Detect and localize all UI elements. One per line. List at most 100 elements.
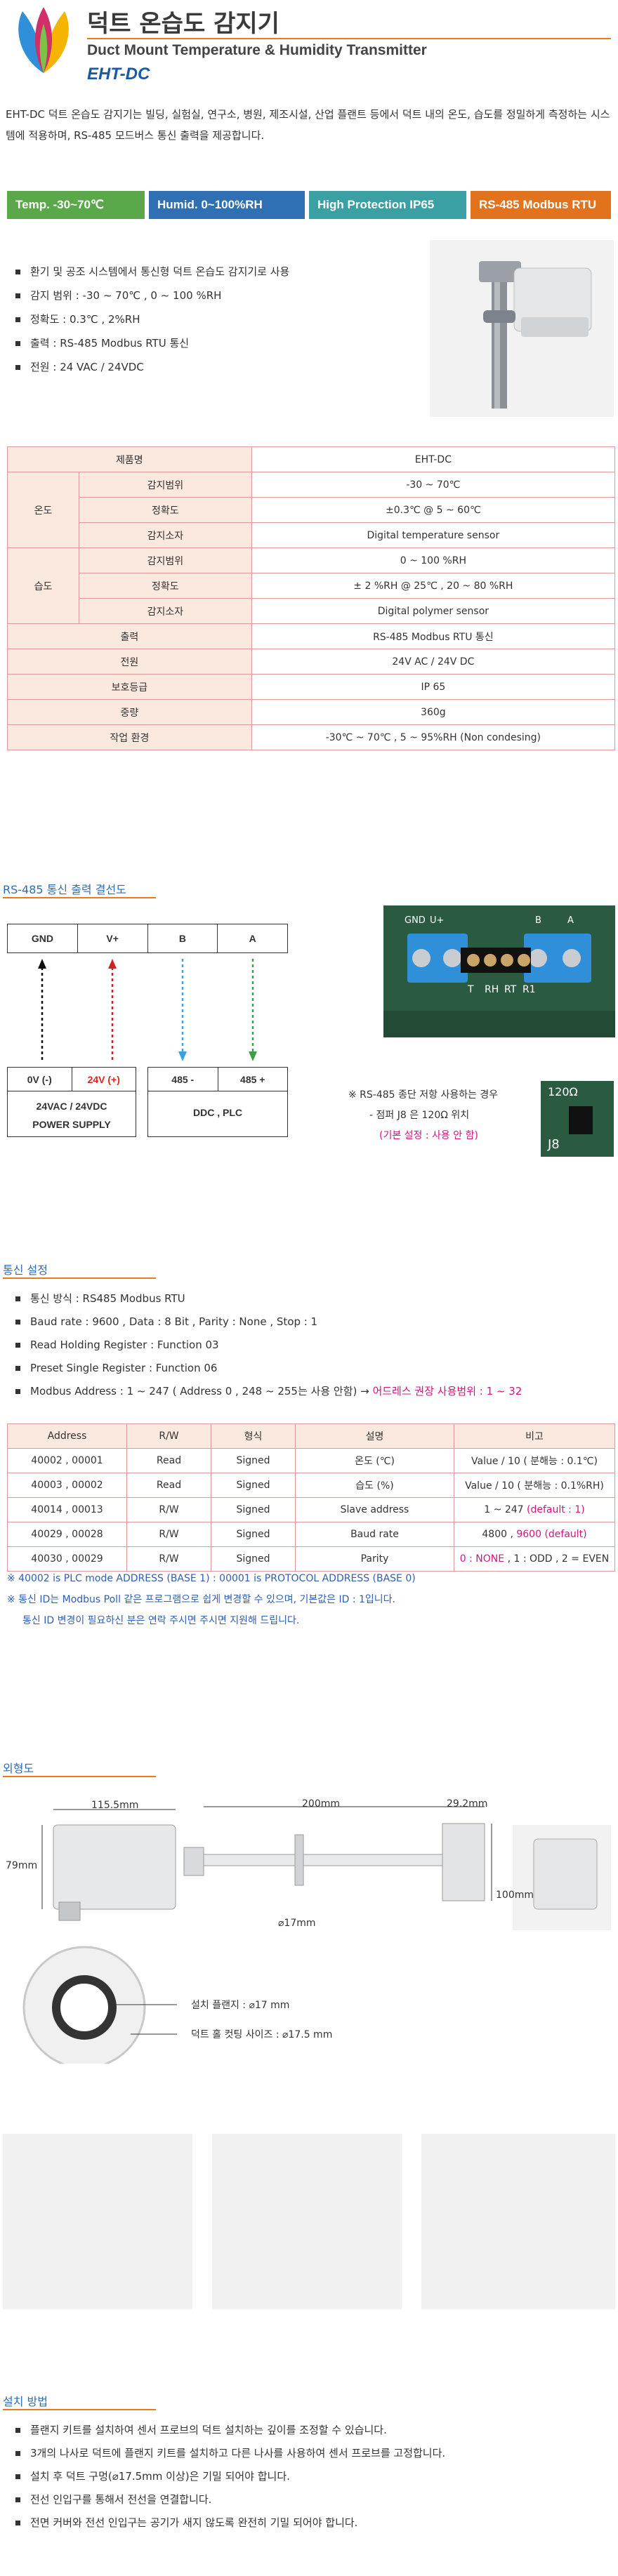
col-header: 비고 [454, 1423, 615, 1449]
pcb-label-r1: R1 [522, 984, 536, 995]
spec-value: Digital polymer sensor [251, 598, 616, 624]
pcb-photo: GND U+ B A T RH RT R1 [383, 905, 615, 1037]
spec-label: 제품명 [7, 446, 252, 472]
ddc-minus: 485 - [148, 1068, 218, 1091]
spec-label: 감지범위 [79, 547, 252, 573]
section-underline [3, 897, 156, 898]
spec-label: 보호등급 [7, 674, 252, 700]
spec-label: 감지범위 [79, 472, 252, 498]
product-photo [430, 240, 614, 417]
dim-depth: 29.2mm [447, 1798, 488, 1810]
spec-label: 출력 [7, 623, 252, 649]
section-underline [3, 1277, 156, 1279]
col-header: 설명 [295, 1423, 454, 1449]
ps-24v: 24V (+) [87, 1074, 120, 1085]
spec-label: 감지소자 [79, 522, 252, 548]
spec-value: Digital temperature sensor [251, 522, 616, 548]
note-line: ※ 40002 is PLC mode ADDRESS (BASE 1) : 0… [7, 1573, 416, 1584]
ddc-box: 485 - 485 + DDC , PLC [147, 1067, 288, 1137]
comm-list: 통신 방식 : RS485 Modbus RTU Baud rate : 960… [15, 1287, 522, 1403]
spec-label: 감지소자 [79, 598, 252, 624]
list-item: Modbus Address : 1 ~ 247 ( Address 0 , 2… [15, 1380, 522, 1403]
power-supply-box: 0V (-) 24V (+) 24VAC / 24VDC POWER SUPPL… [7, 1067, 136, 1137]
list-item: 전선 인입구를 통해서 전선을 연결합니다. [15, 2488, 445, 2511]
terminal-gnd: GND [8, 924, 78, 952]
ddc-name: DDC , PLC [193, 1107, 242, 1118]
spec-value: -30℃ ~ 70℃ , 5 ~ 95%RH (Non condesing) [251, 724, 616, 750]
tag-protection: High Protection IP65 [309, 191, 466, 219]
dim-height: 79mm [6, 1860, 38, 1871]
install-photo-3 [421, 2134, 615, 2309]
tag-modbus: RS-485 Modbus RTU [471, 191, 611, 219]
list-item: 전원 : 24 VAC / 24VDC [15, 355, 289, 379]
install-list: 플랜지 키트를 설치하여 센서 프로브의 덕트 설치하는 깊이를 조정할 수 있… [15, 2419, 445, 2535]
model-name: EHT-DC [87, 65, 150, 84]
spec-value: 360g [251, 699, 616, 725]
list-item: Baud rate : 9600 , Data : 8 Bit , Parity… [15, 1310, 522, 1334]
spec-value: EHT-DC [251, 446, 616, 472]
list-item: Preset Single Register : Function 06 [15, 1357, 522, 1380]
list-item: 플랜지 키트를 설치하여 센서 프로브의 덕트 설치하는 깊이를 조정할 수 있… [15, 2419, 445, 2442]
terminal-a: A [249, 933, 256, 944]
dimension-drawing [22, 1806, 611, 2064]
spec-value: ±0.3℃ @ 5 ~ 60℃ [251, 497, 616, 523]
spec-label: 정확도 [79, 497, 252, 523]
spec-label: 작업 환경 [7, 724, 252, 750]
spec-group: 온도 [7, 472, 79, 548]
list-item: 출력 : RS-485 Modbus RTU 통신 [15, 331, 289, 355]
spec-value: 24V AC / 24V DC [251, 649, 616, 675]
dim-width: 115.5mm [91, 1800, 139, 1811]
list-item: 정확도 : 0.3℃ , 2%RH [15, 307, 289, 331]
list-item: 통신 방식 : RS485 Modbus RTU [15, 1287, 522, 1310]
tag-humid: Humid. 0~100%RH [149, 191, 305, 219]
spec-value: IP 65 [251, 674, 616, 700]
terminal-vplus: V+ [78, 924, 148, 952]
comm-notes: ※ 40002 is PLC mode ADDRESS (BASE 1) : 0… [7, 1568, 416, 1631]
jumper-label: 120Ω [548, 1085, 578, 1098]
jumper-photo: 120Ω J8 [541, 1081, 614, 1157]
pcb-label-b: B [535, 915, 541, 926]
spec-value: 0 ~ 100 %RH [251, 547, 616, 573]
jumper-name: J8 [548, 1137, 560, 1152]
spec-tags: Temp. -30~70℃ Humid. 0~100%RH High Prote… [7, 191, 611, 219]
jumper-block [569, 1106, 593, 1134]
pcb-label-t: T [468, 984, 474, 995]
spec-label: 전원 [7, 649, 252, 675]
ddc-plus: 485 + [240, 1074, 265, 1085]
pcb-label-a: A [567, 915, 574, 926]
spec-label: 중량 [7, 699, 252, 725]
list-item: 감지 범위 : -30 ~ 70℃ , 0 ~ 100 %RH [15, 284, 289, 307]
list-item: 설치 후 덕트 구멍(⌀17.5mm 이상)은 기밀 되어야 합니다. [15, 2465, 445, 2488]
section-title-wiring: RS-485 통신 출력 결선도 [3, 883, 126, 896]
tag-temp: Temp. -30~70℃ [7, 191, 145, 219]
section-underline [3, 1776, 156, 1777]
terminal-b: B [148, 924, 218, 952]
note-line: 통신 ID 변경이 필요하신 분은 연락 주시면 주시면 지원해 드립니다. [22, 1615, 300, 1626]
pcb-label-rh: RH [485, 984, 499, 995]
hole-label: 덕트 홀 컷팅 사이즈 : ⌀17.5 mm [191, 2029, 333, 2040]
dim-probe: 200mm [302, 1798, 340, 1810]
col-header: R/W [126, 1423, 211, 1449]
feature-list: 환기 및 공조 시스템에서 통신형 덕트 온습도 감지기로 사용 감지 범위 :… [15, 260, 289, 379]
intro-text: EHT-DC 덕트 온습도 감지기는 빌딩, 실험실, 연구소, 병원, 제조시… [6, 108, 610, 142]
dim-probe-height: 100mm [496, 1890, 534, 1901]
ps-name: 24VAC / 24VDC POWER SUPPLY [32, 1101, 111, 1130]
section-title-dims: 외형도 [3, 1762, 34, 1775]
section-underline [3, 2409, 156, 2410]
brand-logo-icon [18, 7, 69, 73]
col-header: Address [7, 1423, 127, 1449]
note-line: ※ RS-485 종단 저항 사용하는 경우 [348, 1089, 499, 1101]
col-header: 형식 [211, 1423, 296, 1449]
spec-value: ± 2 %RH @ 25℃ , 20 ~ 80 %RH [251, 573, 616, 599]
pcb-label-rt: RT [504, 984, 517, 995]
title-divider [87, 38, 611, 39]
spec-label: 정확도 [79, 573, 252, 599]
spec-group: 습도 [7, 547, 79, 624]
